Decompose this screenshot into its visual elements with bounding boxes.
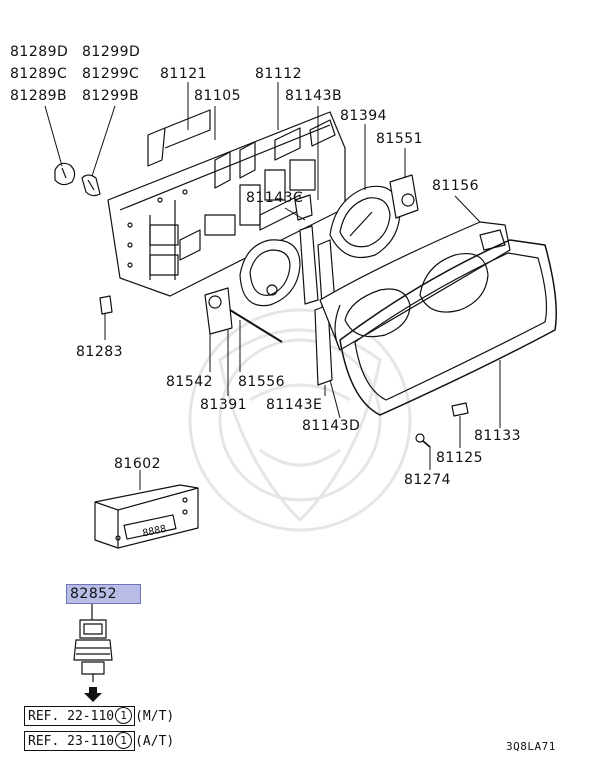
label-81556: 81556 [238,374,286,390]
down-arrow-icon [84,687,102,702]
label-81105: 81105 [194,88,242,104]
label-81551: 81551 [376,131,424,147]
label-81299C: 81299C [82,66,140,82]
label-81283: 81283 [76,344,124,360]
tachometer-gauge-81394 [329,185,401,259]
diagram-code: 3Q8LA71 [506,740,556,753]
label-81299B: 81299B [82,88,140,104]
label-81143B: 81143B [285,88,343,104]
label-81394: 81394 [340,108,388,124]
bulb-sockets [54,162,101,197]
label-81121: 81121 [160,66,208,82]
label-81125: 81125 [436,450,484,466]
screw-81274 [415,433,431,448]
ref-text-at: REF. 23-110 [28,734,115,749]
label-81112: 81112 [255,66,303,82]
ref-suffix-mt: (M/T) [135,709,175,724]
circuit-board-81112 [107,111,346,297]
clip-81283 [99,295,113,315]
ref-circle-at: 1 [115,732,133,749]
watermark-emblem [188,308,412,532]
label-81156: 81156 [432,178,480,194]
label-81391: 81391 [200,397,248,413]
trip-reset-rod-81391 [229,309,283,343]
display-unit-81602 [94,484,199,549]
label-81299D: 81299D [82,44,141,60]
display-lcd-text: 8888 [142,524,168,540]
leader-lines [44,82,501,490]
speedometer-gauge [239,239,301,307]
speed-sensor-82852 [73,619,113,682]
label-81542: 81542 [166,374,214,390]
fuel-temp-gauge-81542 [204,287,233,335]
label-81289D: 81289D [10,44,69,60]
ref-suffix-at: (A/T) [135,734,175,749]
lens-81125 [451,402,469,417]
ref-text-mt: REF. 22-110 [28,709,115,724]
label-81143D: 81143D [302,418,361,434]
label-81143E: 81143E [266,397,323,413]
label-81143C: 81143C [246,190,304,206]
label-81602: 81602 [114,456,162,472]
label-81274: 81274 [404,472,452,488]
highlighted-part-82852[interactable]: 82852 [66,584,141,604]
flex-strip-81121 [147,109,211,167]
cover-glass-81133 [339,239,557,416]
ref-circle-mt: 1 [115,707,133,724]
label-81133: 81133 [474,428,522,444]
label-81289B: 81289B [10,88,68,104]
label-81289C: 81289C [10,66,68,82]
